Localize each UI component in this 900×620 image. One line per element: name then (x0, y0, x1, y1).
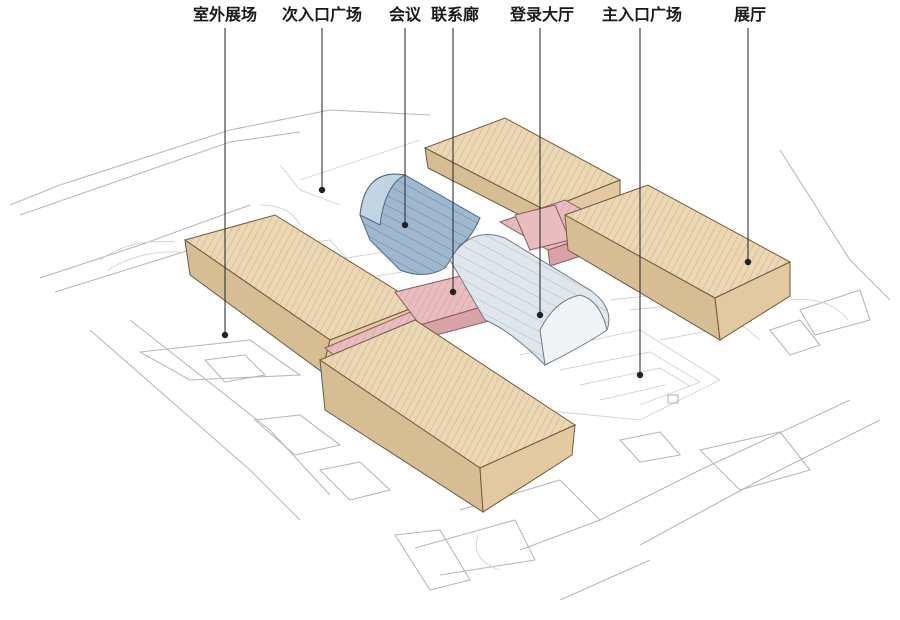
label-registration-hall: 登录大厅 (509, 5, 574, 24)
label-connecting-corridor: 联系廊 (431, 5, 479, 24)
registration-hall-vault (449, 234, 610, 366)
exhibition-hall-left-lower (318, 319, 577, 513)
label-conference: 会议 (389, 5, 422, 24)
callout-labels: 室外展场 次入口广场 会议 联系廊 登录大厅 主入口广场 展厅 (193, 5, 766, 24)
conference-vault (359, 173, 481, 275)
label-secondary-entrance-plaza: 次入口广场 (282, 5, 362, 24)
label-exhibition-hall: 展厅 (734, 5, 766, 24)
callout-leaders (221, 28, 752, 379)
label-main-entrance-plaza: 主入口广场 (602, 5, 682, 24)
label-outdoor-exhibition: 室外展场 (193, 5, 257, 24)
exhibition-hall-right-front (563, 184, 792, 341)
exhibition-hall-right-back (423, 117, 622, 229)
